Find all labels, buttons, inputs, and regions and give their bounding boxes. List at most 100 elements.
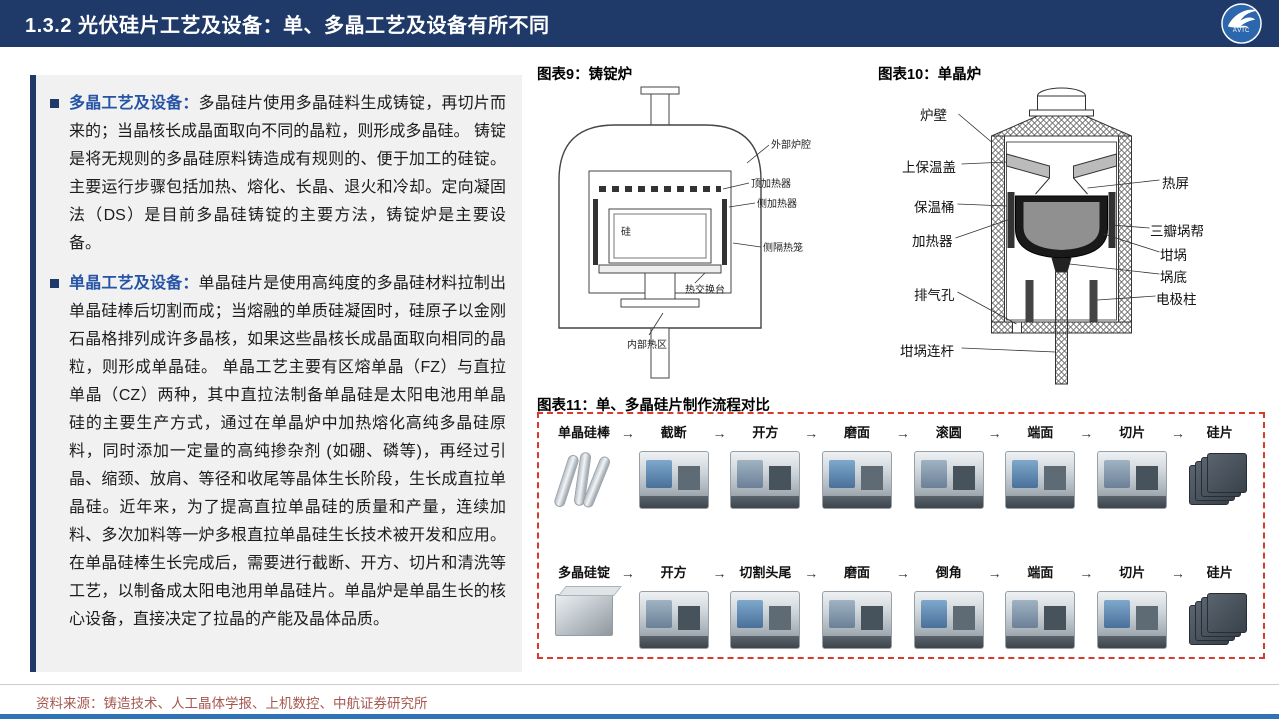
machine-image [730,451,801,509]
label-side-insulation: 侧隔热笼 [763,243,803,254]
label-crucible-rod: 坩埚连杆 [900,344,954,359]
avic-logo: AVIC [1220,2,1263,45]
label-inner-hot-zone: 内部热区 [627,340,667,351]
flow-step: 磨面 [822,424,893,509]
machine-image [638,451,709,509]
arrow-icon: → [620,425,635,441]
silicon-rods-image [552,451,614,511]
fig11-title: 图表11：单、多晶硅片制作流程对比 [537,398,770,414]
page-title: 1.3.2 光伏硅片工艺及设备：单、多晶工艺及设备有所不同 [25,15,550,37]
machine-image [1097,451,1168,509]
step-label: 切割头尾 [739,565,792,580]
arrow-icon: → [987,565,1002,581]
label-upper-cover: 上保温盖 [902,160,956,175]
label-top-heater: 顶加热器 [751,179,791,190]
flow-step: 端面 [1005,564,1076,649]
flow-end-poly: 硅片 [1188,564,1251,649]
flow-step: 切割头尾 [730,564,801,649]
fig10-title: 图表10：单晶炉 [878,67,982,83]
source-note: 资料来源：铸造技术、人工晶体学报、上机数控、中航证券研究所 [36,696,428,711]
header-bar: 1.3.2 光伏硅片工艺及设备：单、多晶工艺及设备有所不同 AVIC [0,0,1279,47]
machine-image [913,591,984,649]
silicon-ingot-image [555,594,613,636]
bullet-square-icon [50,99,59,108]
bullet-polycrystalline: 多晶工艺及设备：多晶硅片使用多晶硅料生成铸锭，再切片而来的；当晶核长成晶面取向不… [48,90,506,258]
machine-image [638,591,709,649]
bullet-lead: 多晶工艺及设备： [69,95,199,112]
flow-end-mono: 硅片 [1188,424,1251,509]
label-vent-hole: 排气孔 [914,288,955,303]
step-label: 硅片 [1206,425,1233,440]
flow-comparison-box: 单晶硅棒 → 截断 → 开方 → 磨面 → 滚圆 → [537,412,1265,659]
machine-image [822,591,893,649]
flow-step: 磨面 [822,564,893,649]
label-side-heater: 侧加热器 [757,199,797,210]
avic-logo-graphic [1221,3,1262,44]
step-label: 开方 [752,425,779,440]
footer-divider [0,684,1279,685]
label-heat-exchange: 热交换台 [685,285,725,296]
step-label: 单晶硅棒 [557,425,610,440]
bullet-polycrystalline-text: 多晶工艺及设备：多晶硅片使用多晶硅料生成铸锭，再切片而来的；当晶核长成晶面取向不… [69,90,506,258]
label-crucible-support: 三瓣埚帮 [1150,224,1204,239]
label-heat-shield: 热屏 [1162,176,1189,191]
single-crystal-furnace-diagram: 炉壁 上保温盖 保温桶 加热器 排气孔 坩埚连杆 热屏 三瓣埚帮 坩埚 埚底 电… [862,84,1265,394]
label-insulation-barrel: 保温桶 [914,200,955,215]
arrow-icon: → [1170,565,1185,581]
bullet-monocrystalline-text: 单晶工艺及设备：单晶硅片是使用高纯度的多晶硅材料拉制出单晶硅棒后切割而成；当熔融… [69,270,506,634]
machine-image [1005,591,1076,649]
step-label: 滚圆 [935,425,962,440]
arrow-icon: → [620,565,635,581]
fig9-title: 图表9：铸锭炉 [537,67,633,83]
flow-step: 端面 [1005,424,1076,509]
label-silicon: 硅 [621,227,631,238]
flow-row-mono: 单晶硅棒 → 截断 → 开方 → 磨面 → 滚圆 → [551,424,1251,511]
flow-source-mono: 单晶硅棒 [551,424,617,511]
flow-step: 滚圆 [913,424,984,509]
wafer [1206,453,1247,493]
step-label: 端面 [1027,425,1054,440]
flow-step: 截断 [638,424,709,509]
machine-image [1005,451,1076,509]
avic-logo-text: AVIC [1232,28,1251,34]
step-label: 切片 [1119,565,1146,580]
step-label: 多晶硅锭 [557,565,610,580]
arrow-icon: → [1079,425,1094,441]
label-outer-chamber: 外部炉腔 [771,140,811,151]
arrow-icon: → [895,425,910,441]
bullet-monocrystalline: 单晶工艺及设备：单晶硅片是使用高纯度的多晶硅材料拉制出单晶硅棒后切割而成；当熔融… [48,270,506,634]
arrow-icon: → [987,425,1002,441]
flow-step: 倒角 [913,564,984,649]
arrow-icon: → [712,425,727,441]
bottom-accent-bar [0,714,1279,719]
flow-step: 开方 [730,424,801,509]
step-label: 截断 [660,425,687,440]
step-label: 倒角 [935,565,962,580]
text-panel: 多晶工艺及设备：多晶硅片使用多晶硅料生成铸锭，再切片而来的；当晶核长成晶面取向不… [30,75,522,672]
wafer-stack-image [1188,591,1251,649]
bullet-square-icon [50,279,59,288]
flow-step: 切片 [1097,564,1168,649]
arrow-icon: → [1170,425,1185,441]
arrow-icon: → [804,425,819,441]
flow-source-poly: 多晶硅锭 [551,564,617,636]
step-label: 切片 [1119,425,1146,440]
step-label: 开方 [660,565,687,580]
bullet-body: 多晶硅片使用多晶硅料生成铸锭，再切片而来的；当晶核长成晶面取向不同的晶粒，则形成… [69,95,506,252]
label-furnace-wall: 炉壁 [920,108,947,123]
label-crucible: 坩埚 [1160,248,1187,263]
arrow-icon: → [1079,565,1094,581]
machine-image [1097,591,1168,649]
wafer-stack-image [1188,451,1251,509]
label-electrode-post: 电极柱 [1156,292,1197,307]
ingot-furnace-diagram: 外部炉腔 顶加热器 侧加热器 硅 侧隔热笼 热交换台 内部热区 [537,84,867,386]
wafer [1206,593,1247,633]
flow-step: 切片 [1097,424,1168,509]
machine-image [730,591,801,649]
flow-step: 开方 [638,564,709,649]
arrow-icon: → [712,565,727,581]
arrow-icon: → [895,565,910,581]
step-label: 磨面 [844,425,871,440]
label-crucible-bottom: 埚底 [1160,270,1187,285]
